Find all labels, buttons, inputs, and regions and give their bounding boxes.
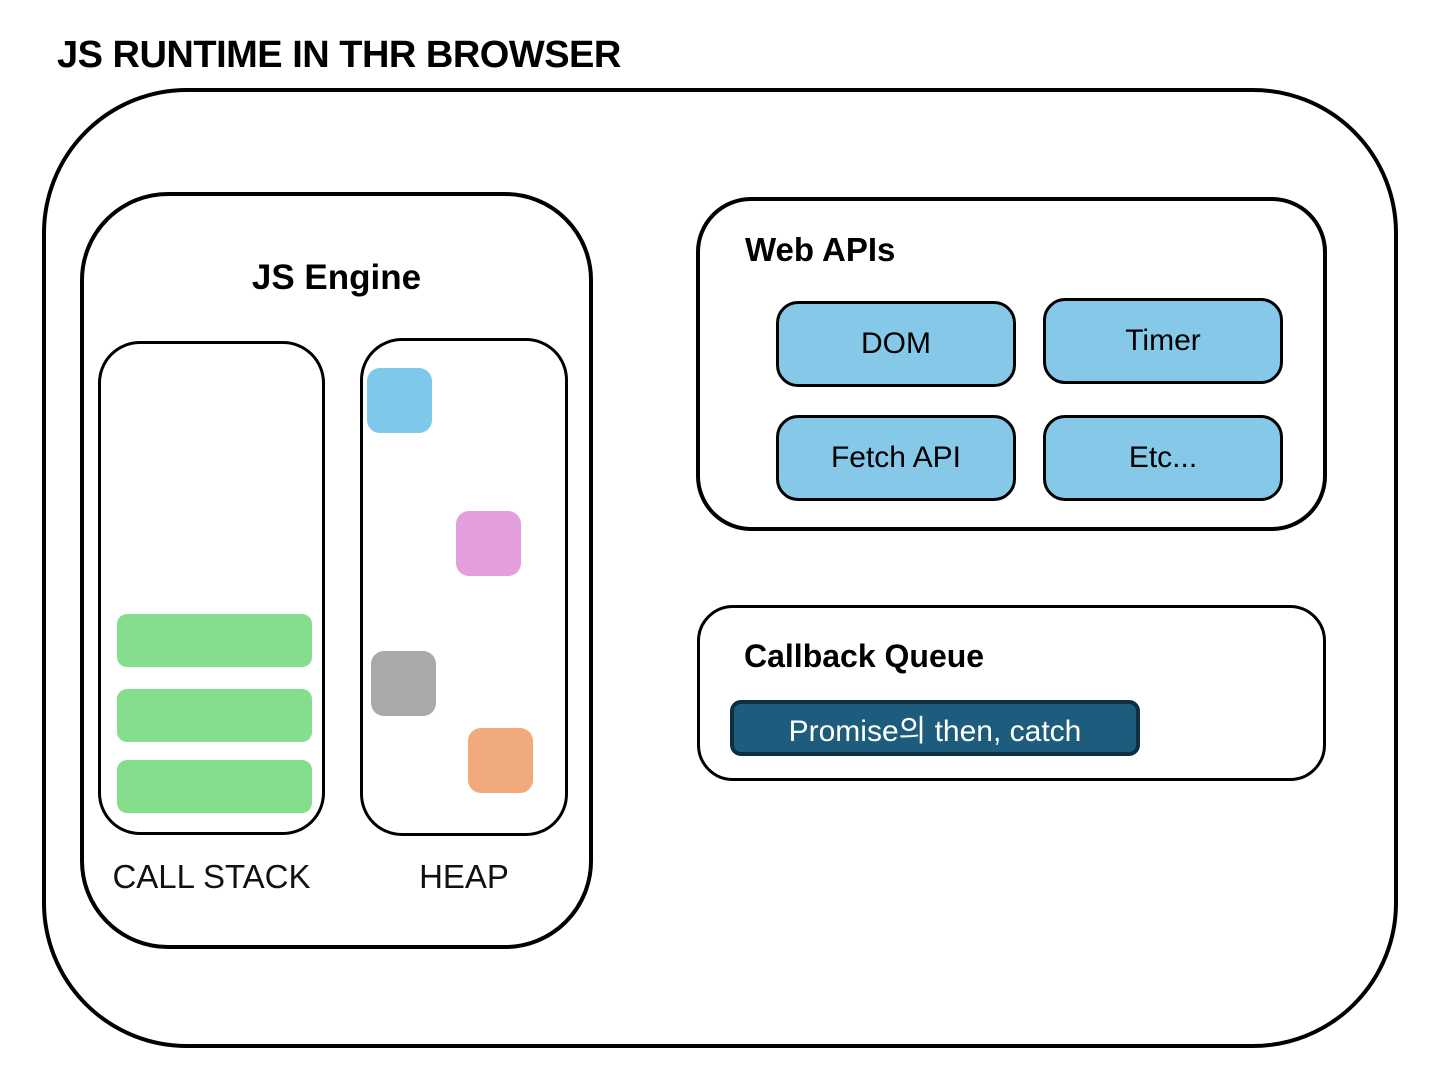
- heap-box: [360, 338, 568, 836]
- callback-queue-box: Callback Queue Promise의 then, catch: [697, 605, 1326, 781]
- js-engine-box: JS Engine CALL STACK HEAP: [80, 192, 593, 949]
- stack-frame: [117, 689, 312, 742]
- diagram-title: JS RUNTIME IN THR BROWSER: [57, 34, 621, 76]
- stack-frame: [117, 760, 312, 813]
- call-stack-box: [98, 341, 325, 835]
- heap-object-pink: [456, 511, 521, 576]
- api-button-dom: DOM: [776, 301, 1016, 387]
- callback-queue-item-promise-then-catch: Promise의 then, catch: [730, 700, 1140, 756]
- web-apis-box: Web APIs DOM Timer Fetch API Etc...: [696, 197, 1327, 531]
- stack-frame: [117, 614, 312, 667]
- browser-runtime-container: JS Engine CALL STACK HEAP Web APIs DOM T…: [42, 88, 1398, 1048]
- heap-object-blue: [367, 368, 432, 433]
- heap-object-gray: [371, 651, 436, 716]
- heap-object-orange: [468, 728, 533, 793]
- callback-queue-title: Callback Queue: [744, 638, 985, 674]
- js-engine-title: JS Engine: [251, 258, 422, 297]
- heap-label: HEAP: [419, 858, 509, 895]
- web-apis-title: Web APIs: [745, 231, 896, 268]
- api-button-timer: Timer: [1043, 298, 1283, 384]
- api-button-etc: Etc...: [1043, 415, 1283, 501]
- api-button-fetch-api: Fetch API: [776, 415, 1016, 501]
- call-stack-label: CALL STACK: [112, 858, 311, 895]
